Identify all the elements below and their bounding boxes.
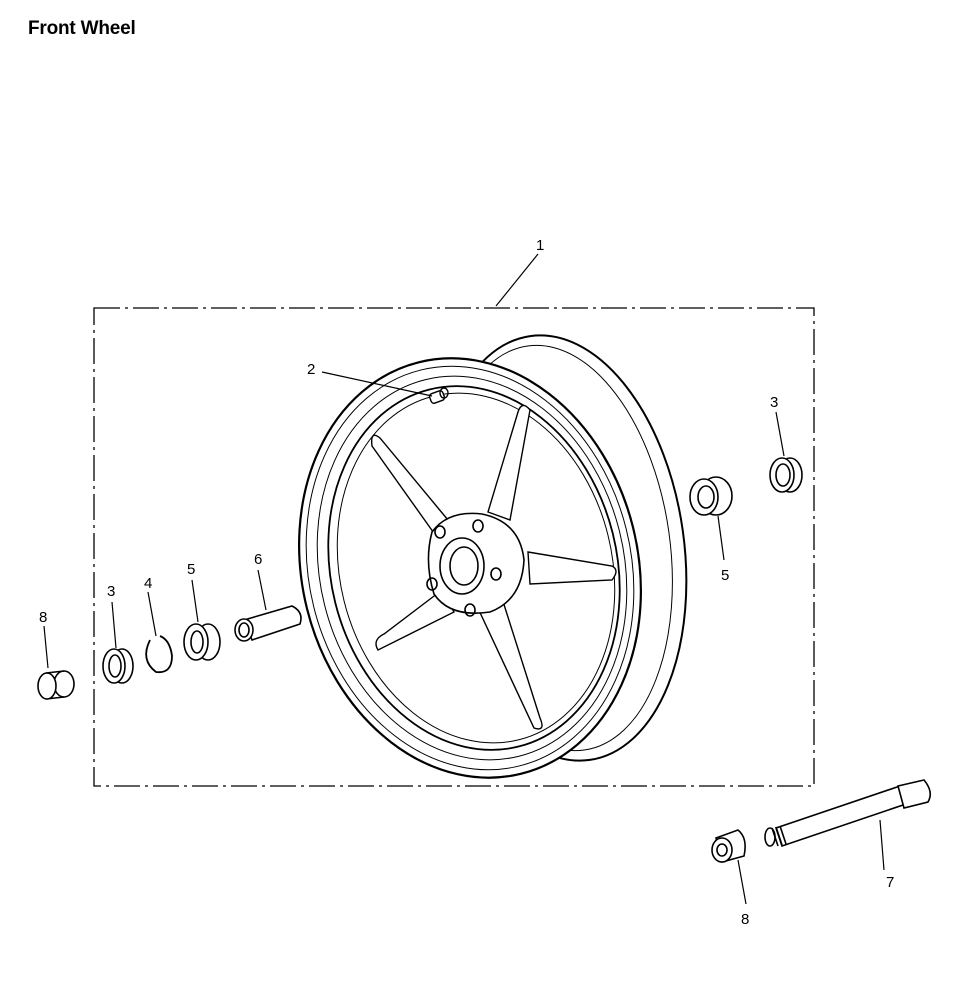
hub-spacer xyxy=(234,605,302,642)
circlip xyxy=(145,635,173,674)
wheel-spindle xyxy=(764,779,932,848)
leader-lines xyxy=(43,253,885,905)
callout-5-right: 5 xyxy=(721,567,729,584)
callout-4: 4 xyxy=(144,575,152,592)
callout-3-left: 3 xyxy=(107,583,115,600)
wheel-assembly xyxy=(298,334,688,779)
wheel-spokes xyxy=(370,404,617,730)
wheel-hub xyxy=(426,512,525,617)
valve xyxy=(428,387,449,404)
callout-1: 1 xyxy=(536,237,544,254)
spacer-left xyxy=(37,670,75,700)
assembly-boundary xyxy=(93,307,815,787)
callout-5-left: 5 xyxy=(187,561,195,578)
callout-8-right: 8 xyxy=(741,911,749,928)
callout-2: 2 xyxy=(307,361,315,378)
bearing-right xyxy=(689,476,733,516)
callout-7: 7 xyxy=(886,874,894,891)
bearing-left xyxy=(183,623,221,661)
page-title: Front Wheel xyxy=(28,18,136,39)
seal-left xyxy=(102,648,134,684)
callout-3-right: 3 xyxy=(770,394,778,411)
callout-6: 6 xyxy=(254,551,262,568)
callout-8-left: 8 xyxy=(39,609,47,626)
seal-right xyxy=(769,457,803,493)
spacer-right xyxy=(711,829,746,863)
